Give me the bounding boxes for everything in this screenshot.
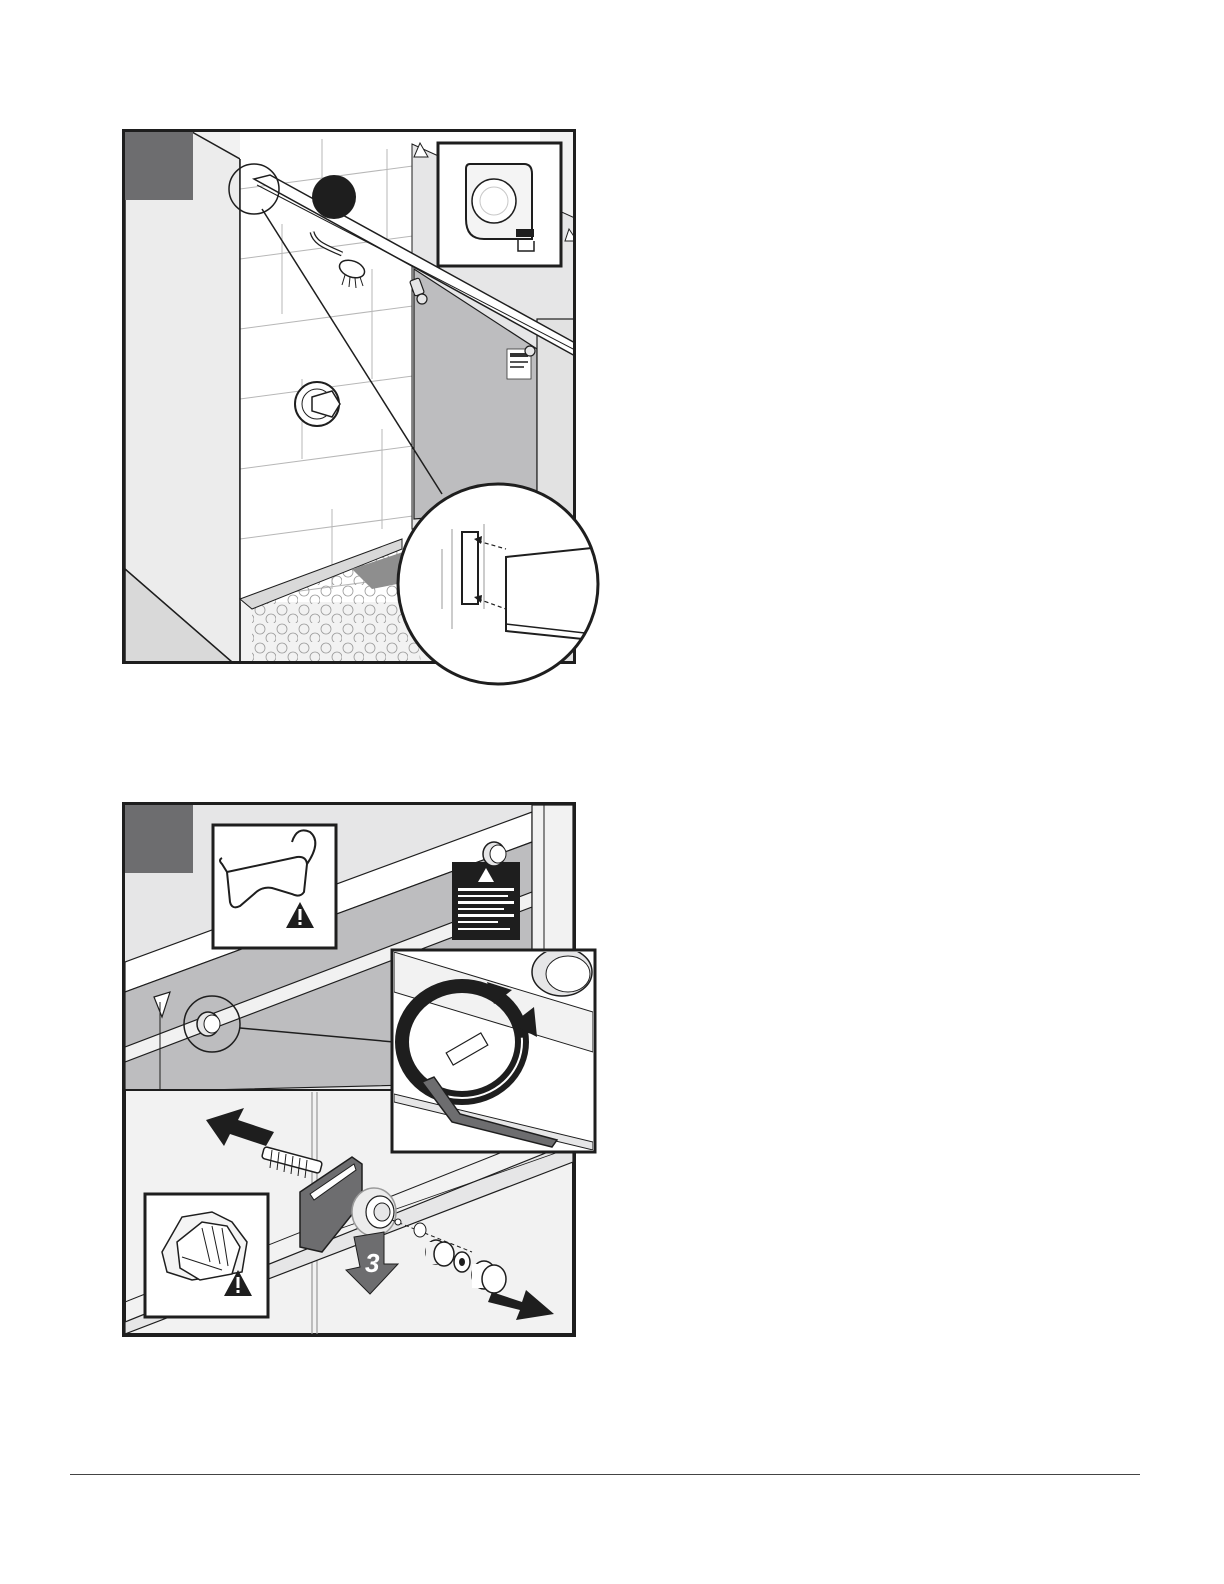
work-gloves-icon <box>145 1194 268 1317</box>
step-panel-rail-install <box>122 129 576 664</box>
step-number-badge <box>125 805 193 873</box>
reference-marker <box>312 175 356 219</box>
hex-key-loosening-detail <box>392 948 595 1152</box>
rail-install-illustration <box>122 129 602 689</box>
rail-end-into-wall-bracket-detail <box>398 484 602 684</box>
safety-glasses-icon <box>213 825 336 948</box>
roller-removal-illustration: 3 <box>122 802 602 1362</box>
sequence-label: 3 <box>365 1248 380 1278</box>
tape-measure-icon <box>438 143 561 266</box>
step-number-badge <box>125 132 193 200</box>
footer-divider <box>70 1474 1140 1475</box>
step-panel-roller-removal: 3 <box>122 802 576 1337</box>
